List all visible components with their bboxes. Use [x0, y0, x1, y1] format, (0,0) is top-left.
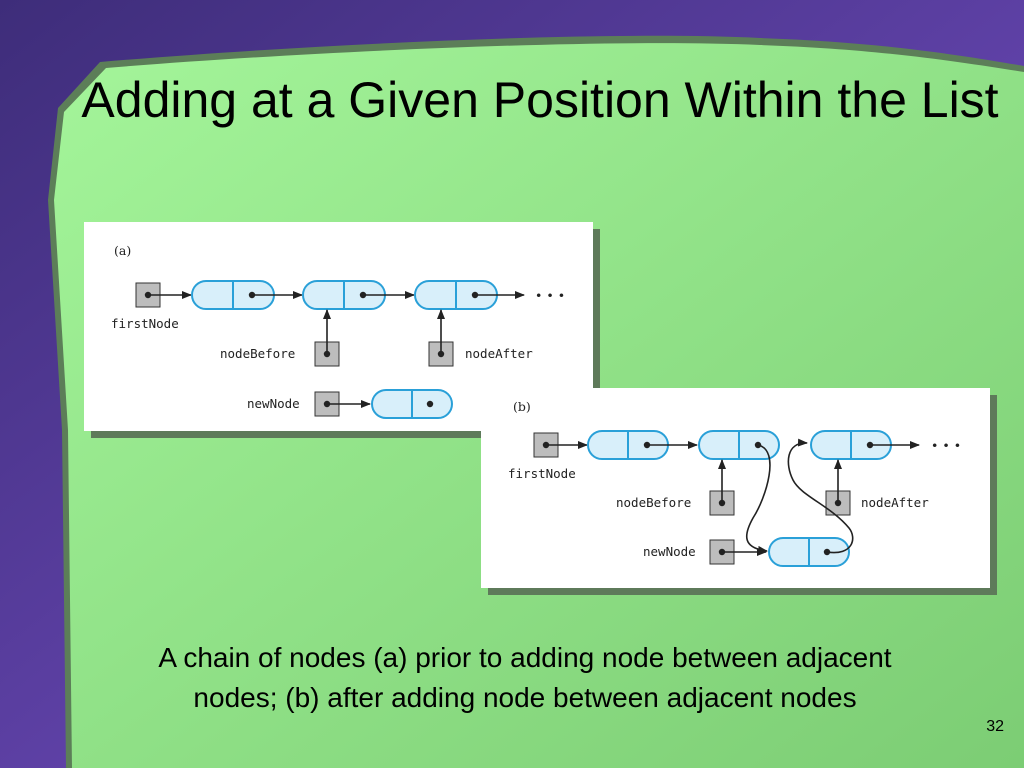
first-node-label: firstNode	[508, 466, 576, 481]
figure-a-diagram: (a) firstNode • • • nodeBefore nodeAfter	[111, 243, 565, 419]
first-node-label: firstNode	[111, 316, 179, 331]
new-node-label: newNode	[643, 544, 696, 559]
node-before-label: nodeBefore	[220, 346, 295, 361]
new-node-label: newNode	[247, 396, 300, 411]
figure-a-label: (a)	[114, 243, 131, 258]
ellipsis-b: • • •	[931, 438, 961, 453]
figure-caption: A chain of nodes (a) prior to adding nod…	[158, 642, 892, 713]
ellipsis-a: • • •	[535, 288, 565, 303]
node-after-label: nodeAfter	[465, 346, 533, 361]
figure-b-label: (b)	[513, 399, 531, 414]
slide-title: Adding at a Given Position Within the Li…	[81, 72, 999, 128]
figure-b-diagram: (b) firstNode • • • nodeBefore nodeAfter	[508, 399, 961, 567]
figure-b-panel: (b) firstNode • • • nodeBefore nodeAfter	[481, 388, 990, 588]
node-before-label: nodeBefore	[616, 495, 691, 510]
page-number: 32	[986, 718, 1004, 735]
node-after-label: nodeAfter	[861, 495, 929, 510]
